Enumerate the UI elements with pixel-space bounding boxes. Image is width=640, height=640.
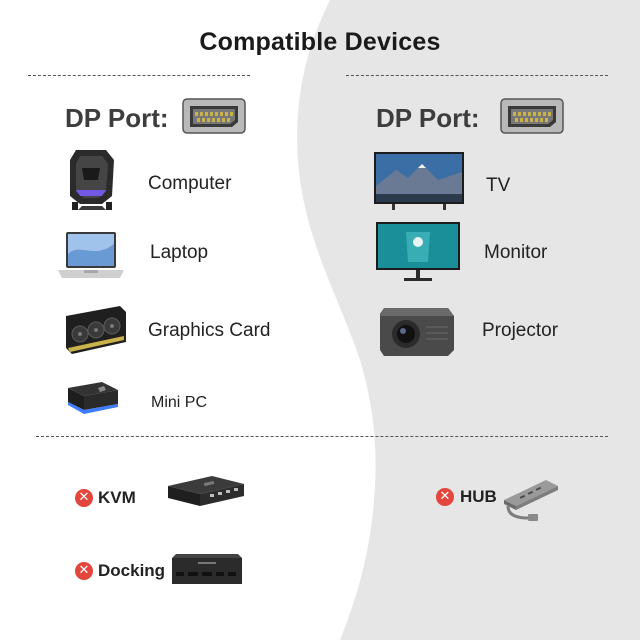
incompatible-label-hub: HUB xyxy=(460,487,497,506)
docking-station-icon xyxy=(172,554,242,584)
kvm-switch-icon xyxy=(168,476,244,506)
incompatible-label-docking: Docking xyxy=(98,561,166,580)
graphics-card-icon xyxy=(66,306,126,354)
projector-icon xyxy=(380,308,454,356)
device-label-mini-pc: Mini PC xyxy=(151,394,208,411)
displayport-connector-icon xyxy=(500,98,564,134)
laptop-icon xyxy=(58,232,124,278)
device-label-laptop: Laptop xyxy=(150,242,209,263)
device-label-computer: Computer xyxy=(148,173,232,194)
left-top-divider xyxy=(28,75,250,76)
bottom-divider xyxy=(36,436,608,437)
monitor-icon xyxy=(376,222,460,281)
page-title: Compatible Devices xyxy=(199,28,441,56)
left-port-label: DP Port: xyxy=(65,103,169,133)
incompatible-label-kvm: KVM xyxy=(98,488,136,507)
device-label-monitor: Monitor xyxy=(484,242,548,263)
mini-pc-icon xyxy=(68,382,118,414)
right-top-divider xyxy=(346,75,608,76)
device-label-projector: Projector xyxy=(482,320,559,341)
tv-icon xyxy=(374,152,464,210)
displayport-connector-icon xyxy=(182,98,246,134)
gaming-pc-icon xyxy=(70,150,114,210)
device-label-graphics-card: Graphics Card xyxy=(148,320,271,341)
right-port-label: DP Port: xyxy=(376,103,480,133)
device-label-tv: TV xyxy=(486,175,511,196)
usb-hub-icon xyxy=(504,480,558,521)
x-mark-icon: ✕ xyxy=(75,489,93,507)
x-mark-icon: ✕ xyxy=(436,488,454,506)
x-mark-icon: ✕ xyxy=(75,562,93,580)
